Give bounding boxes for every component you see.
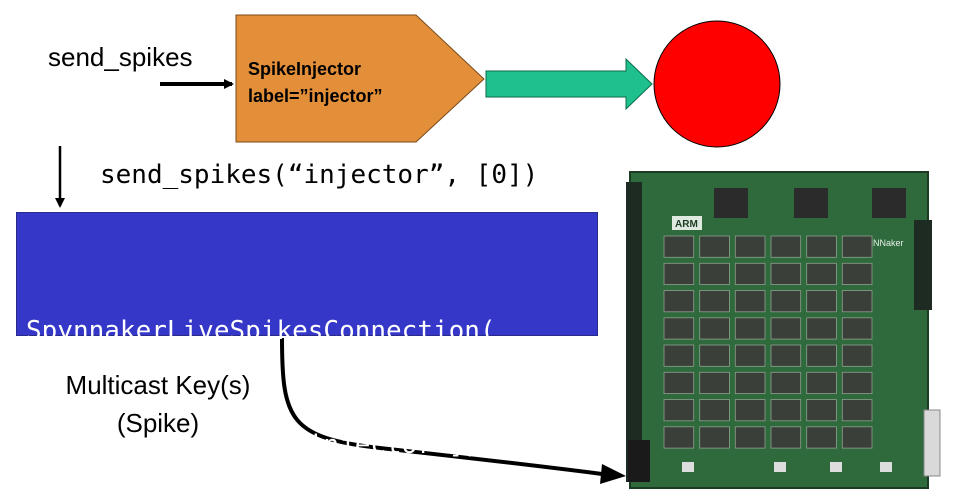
spinnaker-chip bbox=[663, 262, 695, 285]
spinnaker-chip bbox=[699, 317, 730, 340]
spinnaker-chip bbox=[734, 344, 766, 367]
spinnaker-chip bbox=[770, 344, 802, 367]
send-spikes-label: send_spikes bbox=[48, 42, 193, 72]
spinnaker-chip bbox=[806, 290, 837, 313]
spinnaker-chip bbox=[806, 344, 837, 367]
spinnaker-chip bbox=[734, 317, 766, 340]
board-component bbox=[880, 462, 892, 472]
spinnaker-chip bbox=[734, 290, 766, 313]
spinnaker-chip bbox=[770, 399, 802, 422]
board-component bbox=[830, 462, 842, 472]
spinnaker-chip bbox=[841, 426, 873, 449]
spinnaker-chip bbox=[841, 399, 873, 422]
board-component bbox=[682, 462, 694, 472]
spinnaker-chip bbox=[699, 426, 730, 449]
spinnaker-chip bbox=[841, 235, 873, 258]
spinnaker-chip bbox=[734, 371, 766, 394]
projection-arrow bbox=[485, 57, 653, 111]
multicast-label: Multicast Key(s) (Spike) bbox=[40, 366, 276, 442]
board-connector bbox=[923, 409, 941, 477]
spinnaker-chip bbox=[663, 426, 695, 449]
spinnaker-chip bbox=[841, 290, 873, 313]
spinnaker-chip bbox=[699, 262, 730, 285]
spinnaker-chip bbox=[663, 290, 695, 313]
spinnaker-chip bbox=[806, 235, 837, 258]
spinnaker-chip bbox=[699, 235, 730, 258]
spike-injector-shape bbox=[235, 14, 485, 143]
population-circle bbox=[653, 20, 781, 148]
spinnaker-chip bbox=[663, 317, 695, 340]
top-chip bbox=[794, 188, 828, 218]
spinnaker-chip bbox=[663, 235, 695, 258]
spinnaker-chip bbox=[806, 399, 837, 422]
spinnaker-chip bbox=[734, 262, 766, 285]
spike-injector-label-value: label=”injector” bbox=[248, 86, 383, 106]
connection-box bbox=[16, 212, 598, 336]
arm-logo-text: ARM bbox=[675, 219, 698, 230]
multicast-line-1: Multicast Key(s) bbox=[65, 370, 251, 400]
arm-logo-plate bbox=[672, 216, 702, 230]
spinnaker-chip bbox=[841, 262, 873, 285]
multicast-arrow bbox=[280, 337, 603, 476]
spinnaker-chip bbox=[663, 371, 695, 394]
spinnaker-chip bbox=[699, 371, 730, 394]
spinnaker-chip bbox=[806, 371, 837, 394]
spinnaker-chip bbox=[841, 344, 873, 367]
send-spikes-call: send_spikes(“injector”, [0]) bbox=[100, 160, 539, 190]
spinnaker-chip bbox=[806, 262, 837, 285]
board-port-bottom-left bbox=[628, 440, 650, 482]
top-chip bbox=[714, 188, 748, 218]
spinnaker-chip bbox=[770, 262, 802, 285]
multicast-arrow-head bbox=[600, 464, 626, 484]
board-brand-text: SpiNNaker bbox=[860, 238, 904, 248]
board-edge-right bbox=[914, 220, 932, 310]
spinnaker-chip bbox=[699, 399, 730, 422]
spinnaker-chip bbox=[806, 426, 837, 449]
spinnaker-chip bbox=[699, 290, 730, 313]
spinnaker-chip bbox=[770, 426, 802, 449]
board-component bbox=[774, 462, 786, 472]
connection-line-2: send_labels=[“injector”]) bbox=[26, 430, 480, 460]
connection-line-1: SpynnakerLiveSpikesConnection( bbox=[26, 316, 496, 346]
chip-grid bbox=[663, 235, 873, 449]
top-chip bbox=[872, 188, 906, 218]
spinnaker-chip bbox=[841, 371, 873, 394]
spinnaker-chip bbox=[770, 371, 802, 394]
spinnaker-chip bbox=[699, 344, 730, 367]
spinnaker-chip bbox=[734, 235, 766, 258]
spinnaker-chip bbox=[770, 317, 802, 340]
multicast-line-2: (Spike) bbox=[116, 408, 200, 438]
connection-text: SpynnakerLiveSpikesConnection( send_labe… bbox=[26, 236, 496, 502]
spinnaker-chip bbox=[806, 317, 837, 340]
spike-injector-label: SpikeInjector label=”injector” bbox=[248, 56, 383, 110]
spinnaker-chip bbox=[770, 290, 802, 313]
board-edge-left bbox=[626, 182, 642, 482]
spike-injector-name: SpikeInjector bbox=[248, 59, 362, 79]
spinnaker-chip bbox=[663, 344, 695, 367]
spinnaker-chip bbox=[734, 399, 766, 422]
spinnaker-board: ARM SpiNNaker bbox=[626, 171, 941, 489]
spinnaker-chip bbox=[663, 399, 695, 422]
spinnaker-chip bbox=[734, 426, 766, 449]
spinnaker-chip bbox=[841, 317, 873, 340]
spinnaker-chip bbox=[770, 235, 802, 258]
